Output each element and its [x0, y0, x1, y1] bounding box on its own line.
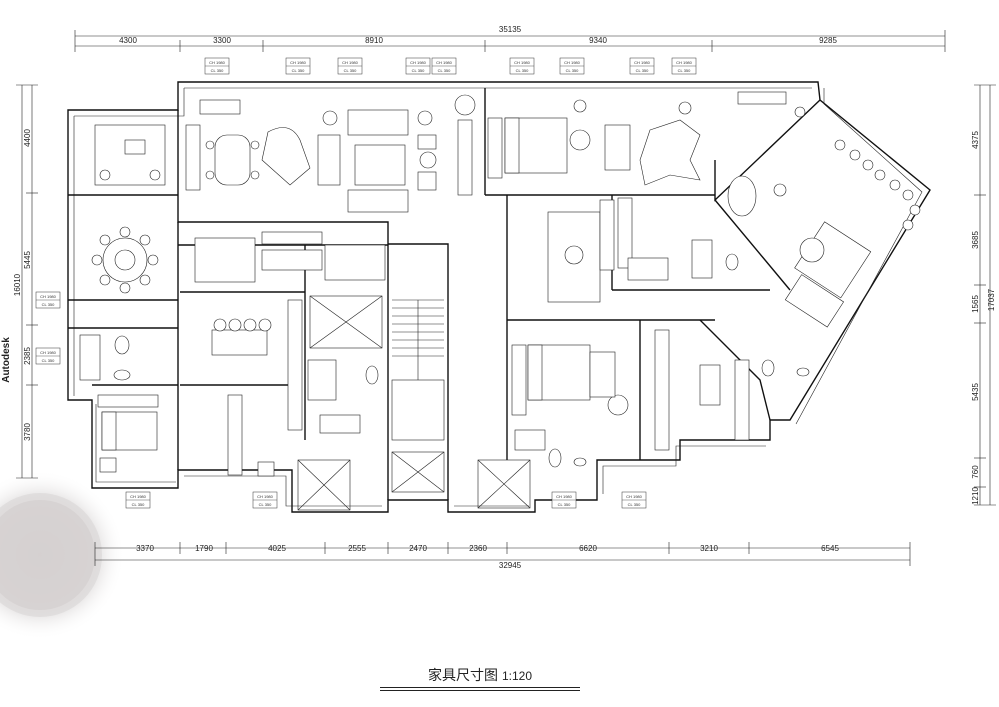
bottom-seg-6: 6620: [579, 544, 597, 553]
level-tag-ch: CH 1980: [436, 60, 453, 65]
drawing-scale: 1:120: [501, 669, 533, 683]
drawing-title: 家具尺寸图: [427, 668, 498, 684]
bottom-total-label: 32945: [499, 561, 522, 570]
bottom-seg-4: 2470: [409, 544, 427, 553]
right-seg-4: 1210: [971, 487, 980, 505]
top-seg-4: 9285: [819, 36, 837, 45]
left-seg-3: 3780: [23, 423, 32, 441]
right-seg-0: 4375: [971, 131, 980, 149]
level-tag: CH 1980 CL 350: [252, 491, 278, 509]
bottom-seg-0: 3370: [136, 544, 154, 553]
level-tag: CH 1980 CL 350: [337, 57, 363, 75]
level-tag-cl: CL 350: [211, 68, 225, 73]
top-seg-2: 8910: [365, 36, 383, 45]
living-room-furniture: [185, 94, 476, 213]
bottom-seg-2: 4025: [268, 544, 286, 553]
level-tag-ch: CH 1980: [564, 60, 581, 65]
level-tag: CH 1980 CL 350: [35, 291, 61, 309]
level-tag-cl: CL 350: [292, 68, 306, 73]
level-tag-ch: CH 1980: [626, 494, 643, 499]
level-tag: CH 1980 CL 350: [559, 57, 585, 75]
bottom-seg-5: 2360: [469, 544, 487, 553]
left-seg-2: 2385: [23, 347, 32, 365]
top-total-label: 35135: [499, 25, 522, 34]
level-tag-cl: CL 350: [678, 68, 692, 73]
level-tag-ch: CH 1980: [556, 494, 573, 499]
bottom-seg-7: 3210: [700, 544, 718, 553]
level-tag-ch: CH 1980: [257, 494, 274, 499]
top-dimension: 35135 4300 3300 8910 9340 9285: [74, 25, 946, 52]
level-tag-cl: CL 350: [412, 68, 426, 73]
level-tag: CH 1980 CL 350: [405, 57, 431, 75]
level-tag: CH 1980 CL 350: [285, 57, 311, 75]
level-tag-cl: CL 350: [42, 358, 56, 363]
left-dimension: 4400 5445 2385 3780 16010: [13, 84, 38, 479]
level-tag: CH 1980 CL 350: [35, 347, 61, 365]
left-rooms-furniture: [79, 124, 166, 473]
right-seg-2: 1565: [971, 295, 980, 313]
right-dimension: 4375 3685 1565 5435 1210 760 17037: [971, 84, 996, 506]
level-tag-ch: CH 1980: [410, 60, 427, 65]
bottom-seg-3: 2555: [348, 544, 366, 553]
level-tag-cl: CL 350: [42, 302, 56, 307]
level-tag: CH 1980 CL 350: [509, 57, 535, 75]
shafts: [297, 295, 531, 511]
level-tag-cl: CL 350: [636, 68, 650, 73]
level-tag-cl: CL 350: [628, 502, 642, 507]
level-tag: CH 1980 CL 350: [125, 491, 151, 509]
right-seg-5: 760: [971, 465, 980, 479]
level-tag-cl: CL 350: [516, 68, 530, 73]
level-tag-cl: CL 350: [344, 68, 358, 73]
level-tag-cl: CL 350: [558, 502, 572, 507]
right-seg-3: 5435: [971, 383, 980, 401]
top-seg-3: 9340: [589, 36, 607, 45]
side-label: Autodesk: [1, 337, 12, 383]
level-tag-ch: CH 1980: [130, 494, 147, 499]
level-tag-ch: CH 1980: [342, 60, 359, 65]
right-total-label: 17037: [987, 288, 996, 311]
level-tag-cl: CL 350: [566, 68, 580, 73]
level-tag-cl: CL 350: [132, 502, 146, 507]
decorative-blob: [0, 470, 125, 640]
outer-walls: [67, 81, 931, 513]
level-tag-ch: CH 1980: [40, 294, 57, 299]
bottom-seg-8: 6545: [821, 544, 839, 553]
right-seg-1: 3685: [971, 231, 980, 249]
level-tag-ch: CH 1980: [209, 60, 226, 65]
caption-underline-thin: [380, 690, 580, 691]
bottom-seg-1: 1790: [195, 544, 213, 553]
level-tag: CH 1980 CL 350: [431, 57, 457, 75]
level-tag-ch: CH 1980: [634, 60, 651, 65]
top-seg-1: 3300: [213, 36, 231, 45]
top-seg-0: 4300: [119, 36, 137, 45]
level-tag: CH 1980 CL 350: [204, 57, 230, 75]
bottom-dimension: 3370 1790 4025 2555 2470 2360 6620 3210 …: [94, 542, 911, 570]
center-furniture: [194, 231, 386, 477]
left-seg-1: 5445: [23, 251, 32, 269]
level-tag: CH 1980 CL 350: [621, 491, 647, 509]
level-tag-cl: CL 350: [259, 502, 273, 507]
level-tag-ch: CH 1980: [676, 60, 693, 65]
level-tag-cl: CL 350: [438, 68, 452, 73]
level-tag: CH 1980 CL 350: [671, 57, 697, 75]
level-tag: CH 1980 CL 350: [551, 491, 577, 509]
left-total-label: 16010: [13, 273, 22, 296]
level-tag-ch: CH 1980: [290, 60, 307, 65]
left-seg-0: 4400: [23, 129, 32, 147]
caption-underline: [380, 687, 580, 688]
right-area-furniture: [487, 91, 921, 468]
level-tag-ch: CH 1980: [40, 350, 57, 355]
level-tag-ch: CH 1980: [514, 60, 531, 65]
level-tag: CH 1980 CL 350: [629, 57, 655, 75]
